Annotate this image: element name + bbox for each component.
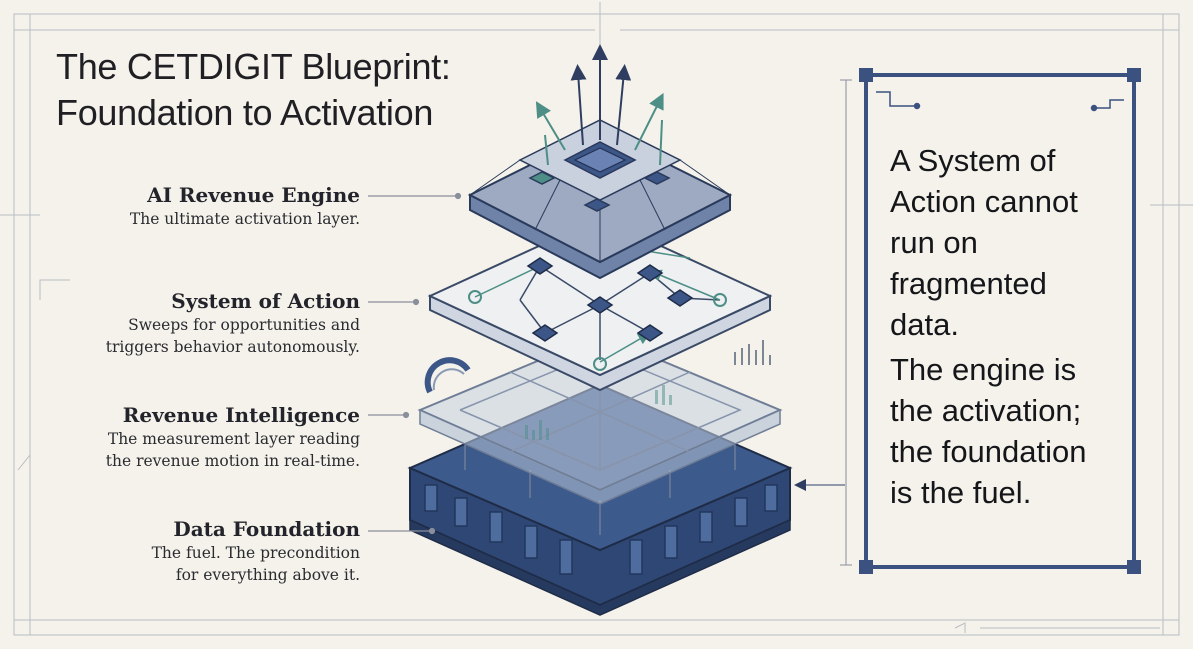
title-line-2: Foundation to Activation: [56, 92, 434, 133]
callout-paragraph-1: A System of Action cannot run on fragmen…: [890, 140, 1130, 345]
layer-name: Data Foundation: [173, 517, 360, 541]
title-line-1: The CETDIGIT Blueprint:: [56, 46, 451, 87]
callout-line: data.: [890, 307, 959, 342]
layer-name: System of Action: [171, 289, 360, 313]
callout-frame: [794, 68, 1141, 574]
layer-label-ai-revenue-engine: AI Revenue Engine The ultimate activatio…: [130, 182, 360, 230]
callout-line: A System of: [890, 143, 1056, 178]
description-line: The fuel. The precondition: [151, 544, 360, 562]
callout-line: is the fuel.: [890, 475, 1032, 510]
description-line: the revenue motion in real-time.: [105, 452, 360, 470]
layer-description: The fuel. The precondition for everythin…: [152, 542, 360, 586]
page-title: The CETDIGIT Blueprint: Foundation to Ac…: [56, 44, 526, 136]
callout-paragraph-2: The engine is the activation; the founda…: [890, 349, 1130, 513]
callout-text: A System of Action cannot run on fragmen…: [890, 140, 1130, 513]
layer-name: Revenue Intelligence: [122, 403, 360, 427]
description-line: for everything above it.: [175, 566, 360, 584]
layer-label-revenue-intelligence: Revenue Intelligence The measurement lay…: [106, 402, 360, 472]
callout-line: The engine is: [890, 352, 1077, 387]
callout-line: the activation;: [890, 393, 1082, 428]
layer-name: AI Revenue Engine: [147, 183, 360, 207]
callout-line: fragmented: [890, 266, 1047, 301]
ai-revenue-engine-layer: [467, 119, 733, 280]
layer-description: Sweeps for opportunities and triggers be…: [106, 314, 360, 358]
upward-output-arrows: [535, 44, 664, 166]
description-line: triggers behavior autonomously.: [105, 338, 360, 356]
layer-label-system-of-action: System of Action Sweeps for opportunitie…: [106, 288, 360, 358]
layer-description: The measurement layer reading the revenu…: [106, 428, 360, 472]
description-line: The measurement layer reading: [107, 430, 360, 448]
callout-line: run on: [890, 225, 978, 260]
description-line: The ultimate activation layer.: [129, 210, 360, 228]
layer-description: The ultimate activation layer.: [130, 208, 360, 230]
callout-line: the foundation: [890, 434, 1087, 469]
description-line: Sweeps for opportunities and: [128, 316, 360, 334]
label-leader-lines: [368, 192, 462, 535]
layer-label-data-foundation: Data Foundation The fuel. The preconditi…: [152, 516, 360, 586]
system-of-action-layer: [427, 216, 773, 392]
callout-line: Action cannot: [890, 184, 1078, 219]
